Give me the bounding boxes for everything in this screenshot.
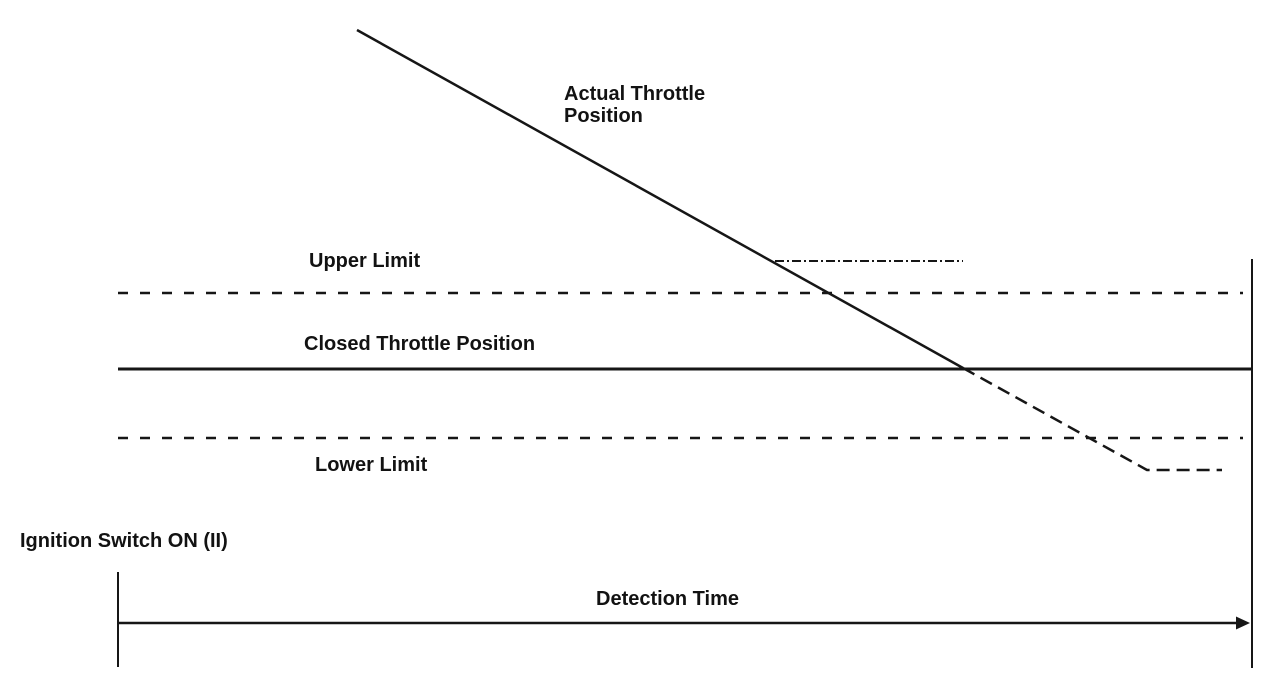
closed-throttle-position-label: Closed Throttle Position — [304, 333, 536, 355]
lower-limit-label: Lower Limit — [315, 454, 428, 476]
ignition-switch-label: Ignition Switch ON (II) — [20, 530, 228, 552]
actual-throttle-line-dashed — [962, 366, 1222, 472]
actual-throttle-position-label: Actual Throttle Position — [564, 83, 706, 127]
detection-time-label: Detection Time — [596, 588, 739, 610]
upper-limit-label: Upper Limit — [309, 250, 421, 272]
right-arrowhead-icon — [1236, 616, 1250, 630]
actual-throttle-line-solid — [356, 28, 964, 370]
